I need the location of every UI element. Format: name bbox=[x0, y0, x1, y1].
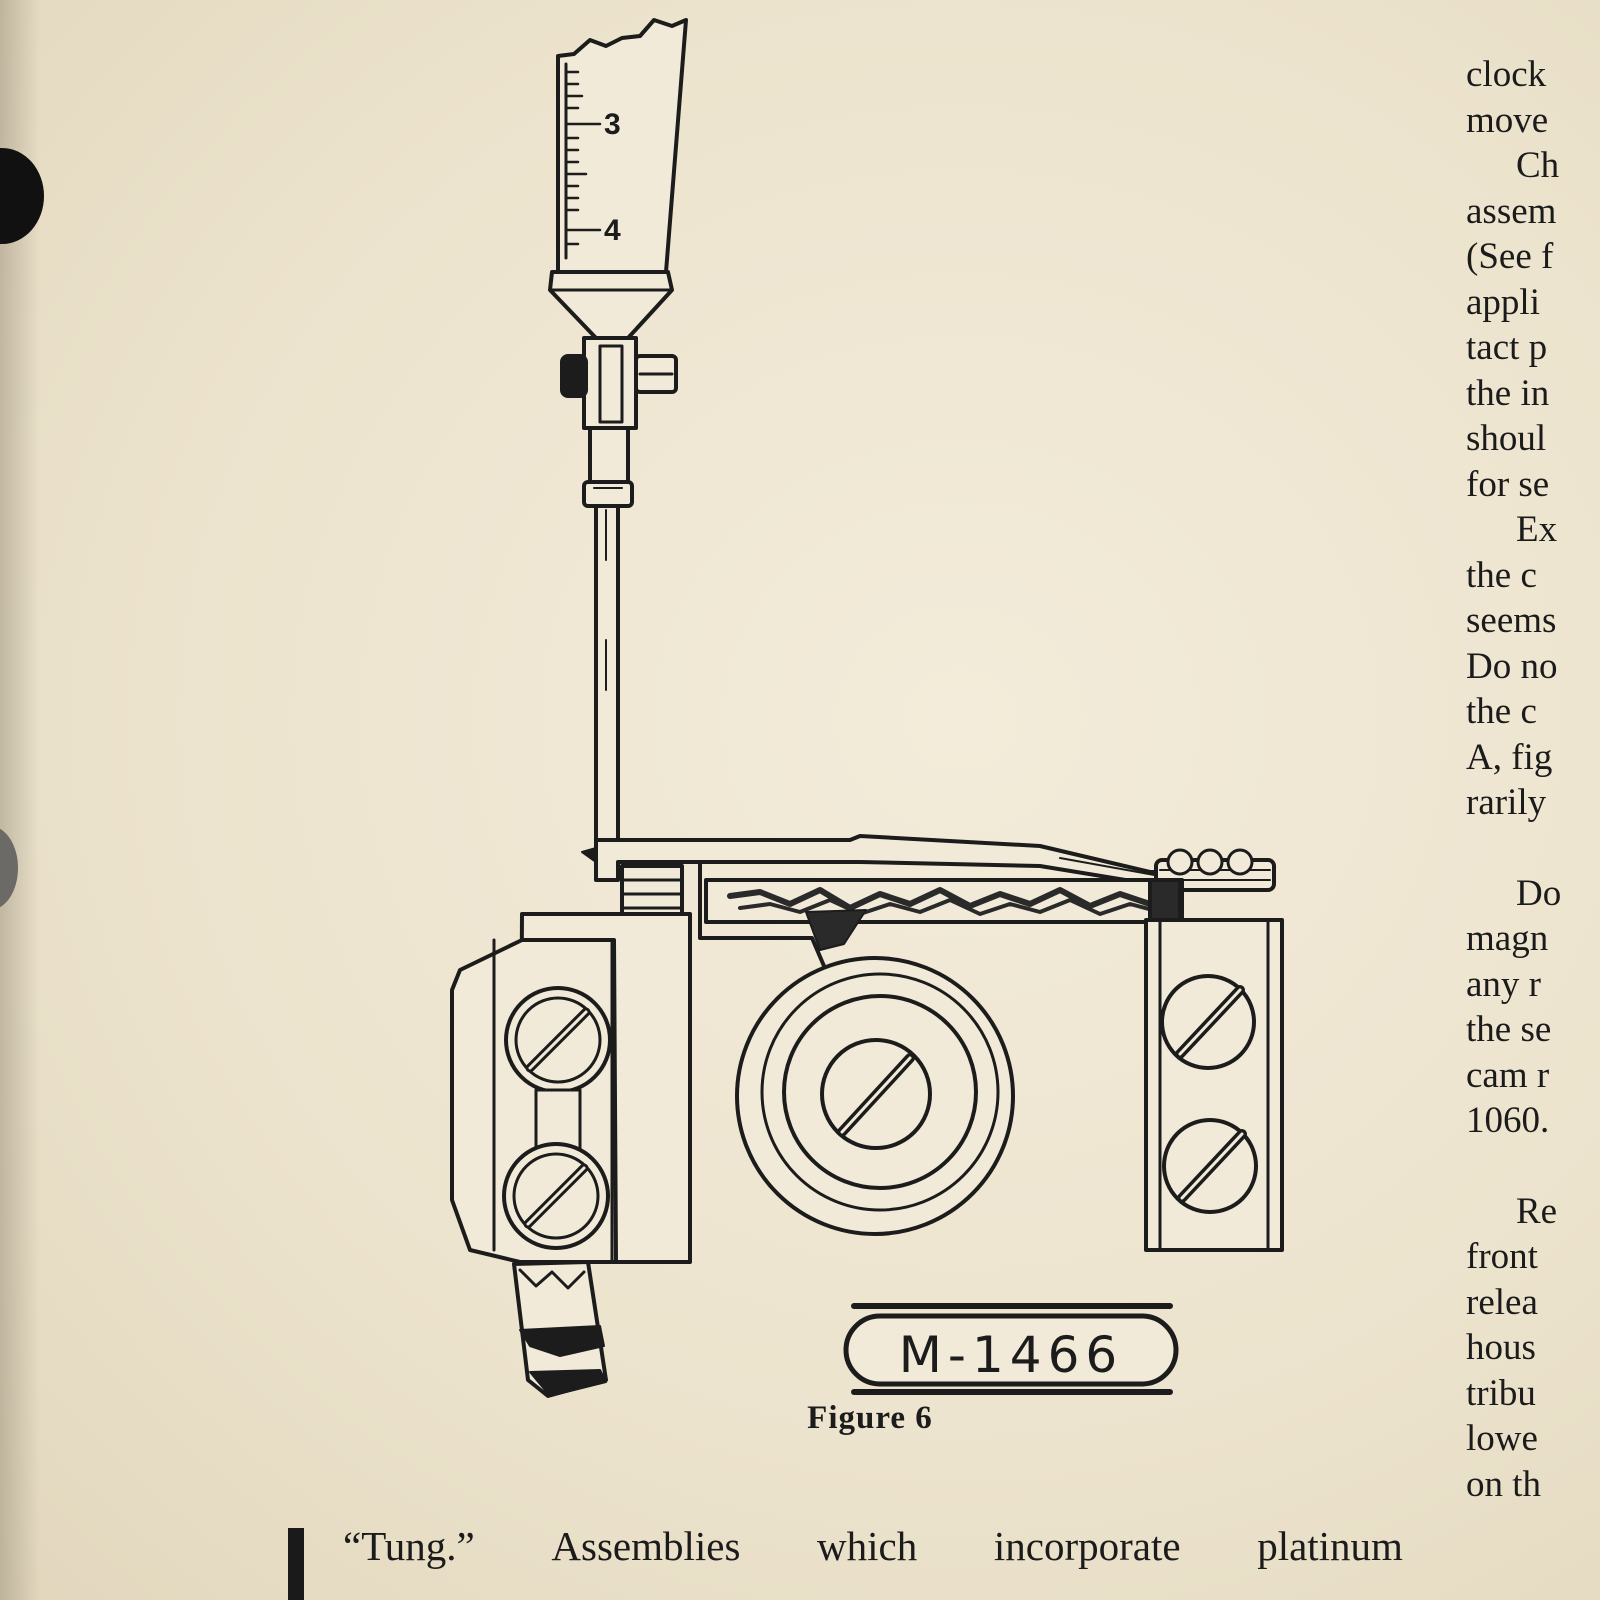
figure-id-tag: M-1466 bbox=[843, 1303, 1179, 1395]
cam-wheel bbox=[735, 956, 1015, 1236]
right-column-line: the in bbox=[1466, 372, 1550, 414]
contact-arm bbox=[581, 834, 1276, 892]
bottom-word: which bbox=[817, 1523, 918, 1569]
right-column-line: 1060. bbox=[1466, 1100, 1550, 1141]
clevis-joint bbox=[560, 336, 678, 508]
right-column-line: shoul bbox=[1466, 418, 1547, 459]
right-column-line: Do no bbox=[1466, 645, 1558, 687]
figure-caption: Figure 6 bbox=[807, 1400, 933, 1436]
right-column-line: appli bbox=[1466, 281, 1540, 323]
bottom-text-line: “Tung.” Assemblies which incorporate pla… bbox=[343, 1522, 1403, 1570]
bottom-word: incorporate bbox=[993, 1523, 1181, 1569]
right-column-line: lowe bbox=[1466, 1418, 1538, 1459]
bottom-word: platinum bbox=[1257, 1523, 1403, 1569]
right-column-line: assem bbox=[1466, 190, 1557, 232]
insulating-block bbox=[698, 862, 1184, 982]
right-column-line: hous bbox=[1466, 1327, 1536, 1368]
right-column-line: cam r bbox=[1466, 1054, 1550, 1096]
figure-id-label: M-1466 bbox=[899, 1326, 1123, 1384]
right-column-line: seems bbox=[1466, 600, 1557, 641]
margin-bar bbox=[288, 1528, 304, 1600]
pivot-bracket bbox=[450, 864, 692, 1264]
right-column-line: any r bbox=[1466, 963, 1541, 1005]
right-column-line: relea bbox=[1466, 1281, 1538, 1323]
terminal-plate bbox=[1144, 918, 1284, 1252]
right-column-line: front bbox=[1466, 1236, 1538, 1277]
scale-label-3: 3 bbox=[604, 108, 621, 141]
right-column-line: for se bbox=[1466, 463, 1550, 505]
right-column-line: Do bbox=[1516, 872, 1562, 914]
right-column-line: Ch bbox=[1516, 145, 1560, 186]
right-column-line: the c bbox=[1466, 691, 1537, 732]
right-column-line: magn bbox=[1466, 918, 1549, 959]
scale-label-4: 4 bbox=[604, 214, 621, 247]
right-column-line: move bbox=[1466, 99, 1549, 141]
right-column-line: A, fig bbox=[1466, 736, 1553, 778]
gauge-scale: 3 4 bbox=[548, 18, 688, 340]
wire-lead bbox=[512, 1260, 608, 1398]
bottom-word: “Tung.” bbox=[343, 1523, 475, 1569]
right-column-line: the c bbox=[1466, 554, 1537, 596]
right-column-line: the se bbox=[1466, 1009, 1552, 1050]
right-column-line: tribu bbox=[1466, 1372, 1536, 1414]
bottom-word: Assemblies bbox=[551, 1523, 741, 1569]
right-column-line: Ex bbox=[1516, 509, 1558, 550]
right-column-line: rarily bbox=[1466, 782, 1547, 823]
paragraph-gap bbox=[1466, 1144, 1600, 1189]
paragraph-gap bbox=[1466, 826, 1600, 871]
vertical-rod bbox=[594, 504, 620, 880]
binder-hole-middle bbox=[0, 826, 18, 910]
right-column-line: Re bbox=[1516, 1190, 1558, 1232]
right-column-line: tact p bbox=[1466, 327, 1548, 368]
right-column-line: on th bbox=[1466, 1463, 1542, 1505]
page-edge-shadow bbox=[0, 0, 40, 1600]
right-column-line: clock bbox=[1466, 54, 1547, 95]
right-column-line: (See f bbox=[1466, 236, 1554, 277]
